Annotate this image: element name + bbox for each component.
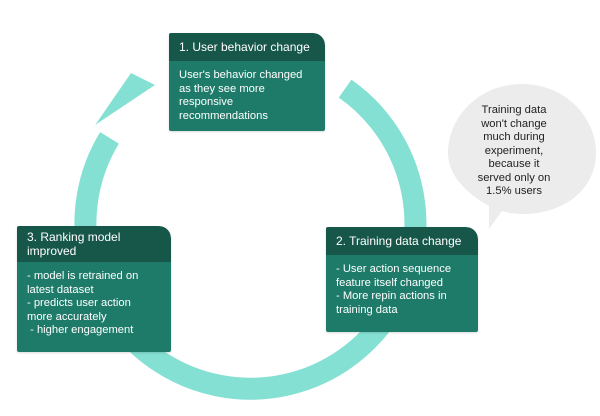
- speech-bubble-text: Training data won't change much during e…: [459, 104, 569, 199]
- step-card-user-behavior: 1. User behavior change User's behavior …: [169, 33, 325, 131]
- step-description-line: recommendations: [179, 109, 268, 122]
- step-description-line: feature itself changed: [336, 276, 443, 289]
- step-title: 1. User behavior change: [169, 33, 325, 61]
- step-card-training-data: 2. Training data change - User action se…: [326, 227, 478, 332]
- step-title-line: 3. Ranking model: [27, 230, 121, 244]
- step-description: User's behavior changed as they see more…: [169, 61, 325, 131]
- step-description-line: training data: [336, 303, 398, 316]
- bubble-line: because it: [488, 158, 540, 170]
- step-description-line: - User action sequence: [336, 263, 452, 275]
- step-description-line: - higher engagement: [27, 324, 134, 336]
- step-description-line: - model is retrained on: [27, 270, 139, 282]
- speech-bubble: [448, 84, 596, 229]
- step-title: 3. Ranking model improved: [17, 226, 171, 262]
- step-description: - User action sequence feature itself ch…: [326, 255, 478, 332]
- step-description-line: User's behavior changed: [179, 69, 303, 81]
- bubble-line: served only on: [477, 171, 551, 184]
- step-card-ranking-model: 3. Ranking model improved - model is ret…: [17, 226, 171, 352]
- step-description-line: as they see more: [179, 82, 265, 95]
- bubble-line: won't change: [481, 117, 547, 130]
- step-title: 2. Training data change: [326, 227, 478, 255]
- step-description-line: latest dataset: [27, 283, 94, 296]
- step-title-line: 2. Training data change: [336, 234, 462, 248]
- cycle-arrow-head: [91, 73, 155, 131]
- step-description-line: responsive: [179, 96, 234, 108]
- bubble-line: much during: [483, 131, 545, 143]
- step-description-line: more accurately: [27, 310, 107, 323]
- step-description-line: - More repin actions in: [336, 290, 447, 302]
- step-title-line: improved: [27, 244, 77, 258]
- bubble-line: 1.5% users: [486, 185, 542, 197]
- step-description-line: - predicts user action: [27, 297, 131, 309]
- step-title-line: 1. User behavior change: [179, 40, 310, 54]
- bubble-line: Training data: [481, 104, 547, 116]
- bubble-line: experiment,: [484, 144, 544, 157]
- step-description: - model is retrained on latest dataset -…: [17, 262, 171, 352]
